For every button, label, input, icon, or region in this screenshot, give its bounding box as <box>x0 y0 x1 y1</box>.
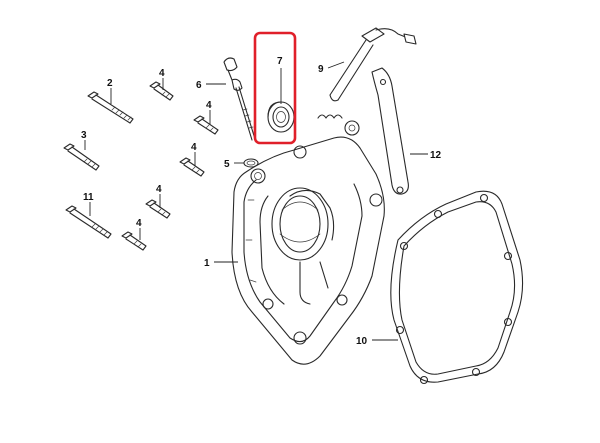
leader-lines <box>84 61 428 341</box>
crankcase-cover-1[interactable] <box>231 120 385 365</box>
spring <box>317 114 343 119</box>
callout-5: 5 <box>224 159 230 170</box>
highlight-box-part-7 <box>253 31 297 145</box>
callout-labels: 2 3 11 4 4 4 4 4 6 5 7 9 12 1 10 <box>81 56 442 347</box>
bolt-2[interactable] <box>87 91 134 124</box>
bolt-4-c[interactable] <box>179 157 205 177</box>
callout-9: 9 <box>318 64 324 75</box>
bolt-4-d[interactable] <box>145 199 171 219</box>
callout-4-e: 4 <box>136 218 142 229</box>
bolt-11[interactable] <box>65 205 112 239</box>
callout-4-d: 4 <box>156 184 162 195</box>
bolt-4-b[interactable] <box>193 115 219 135</box>
callout-12: 12 <box>430 150 442 161</box>
callout-11: 11 <box>83 192 94 203</box>
callout-4-a: 4 <box>159 68 165 79</box>
gasket-10[interactable] <box>390 190 524 385</box>
callout-7: 7 <box>277 56 283 67</box>
callout-6: 6 <box>196 80 202 91</box>
callout-3: 3 <box>81 130 87 141</box>
callout-1: 1 <box>204 258 210 269</box>
bolt-4-a[interactable] <box>149 81 174 101</box>
dipstick-6[interactable] <box>223 57 256 141</box>
callout-2: 2 <box>107 78 113 89</box>
callout-4-c: 4 <box>191 142 197 153</box>
bolt-3[interactable] <box>63 143 100 171</box>
oil-seal-7[interactable] <box>267 101 295 133</box>
callout-4-b: 4 <box>206 100 212 111</box>
bolt-4-e[interactable] <box>121 231 147 251</box>
lever-12[interactable] <box>371 67 409 195</box>
shift-shaft-9[interactable] <box>329 27 417 102</box>
callout-10: 10 <box>356 336 368 347</box>
